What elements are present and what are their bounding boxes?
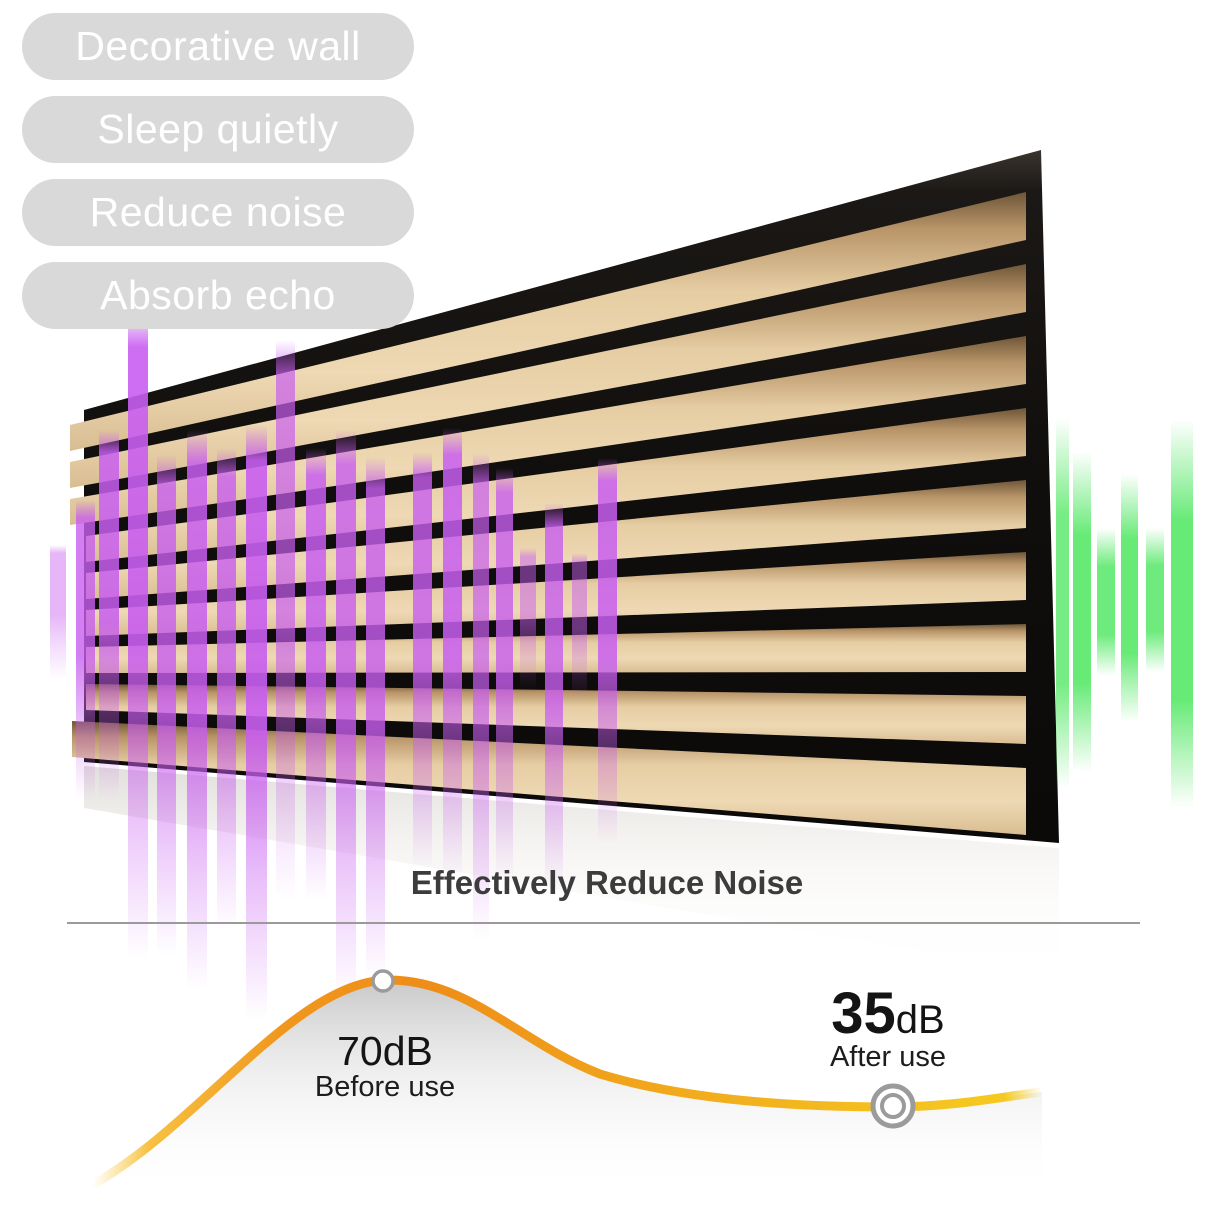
after-db-value: 35dB — [788, 980, 988, 1047]
section-title: Effectively Reduce Noise — [410, 864, 804, 901]
before-db-value: 70dB — [337, 1028, 433, 1074]
purple-sound-bar — [366, 457, 385, 980]
purple-sound-bar — [217, 448, 236, 930]
feature-pill-decorative-wall: Decorative wall — [22, 13, 414, 80]
purple-sound-bar — [128, 308, 148, 960]
noise-curve-fill — [92, 979, 1042, 1198]
purple-sound-bar — [572, 553, 587, 700]
purple-sound-bar — [413, 452, 432, 870]
feature-pill-reduce-noise: Reduce noise — [22, 179, 414, 246]
purple-sound-bar — [520, 548, 536, 690]
purple-sound-bar — [76, 500, 95, 800]
purple-sound-bar — [496, 468, 513, 880]
purple-sound-bar — [50, 545, 66, 680]
purple-sound-bar — [246, 425, 267, 1020]
after-marker-inner — [880, 1093, 906, 1119]
before-marker — [371, 969, 395, 993]
after-db-number: 35 — [831, 981, 896, 1046]
purple-sound-bar — [99, 430, 119, 800]
green-sound-bar — [1056, 418, 1069, 788]
purple-sound-bar — [187, 430, 207, 990]
feature-pill-sleep-quietly: Sleep quietly — [22, 96, 414, 163]
after-db-unit: dB — [895, 998, 945, 1042]
green-sound-bar — [1097, 528, 1115, 676]
green-sound-bar — [1171, 420, 1193, 808]
green-sound-bar — [1121, 474, 1138, 722]
purple-sound-bar — [306, 448, 326, 900]
divider-line — [67, 922, 1140, 924]
green-sound-bar — [1146, 528, 1164, 672]
purple-sound-bar — [157, 455, 176, 955]
feature-pill-absorb-echo: Absorb echo — [22, 262, 414, 329]
after-caption: After use — [829, 1041, 947, 1073]
before-caption: Before use — [314, 1071, 456, 1103]
green-sound-bar — [1073, 452, 1091, 772]
purple-sound-bar — [598, 458, 617, 843]
purple-sound-bar — [443, 428, 462, 880]
purple-sound-bar — [473, 453, 489, 940]
purple-sound-bar — [545, 503, 563, 890]
purple-sound-bar — [336, 430, 356, 1000]
purple-sound-bar — [276, 340, 295, 900]
